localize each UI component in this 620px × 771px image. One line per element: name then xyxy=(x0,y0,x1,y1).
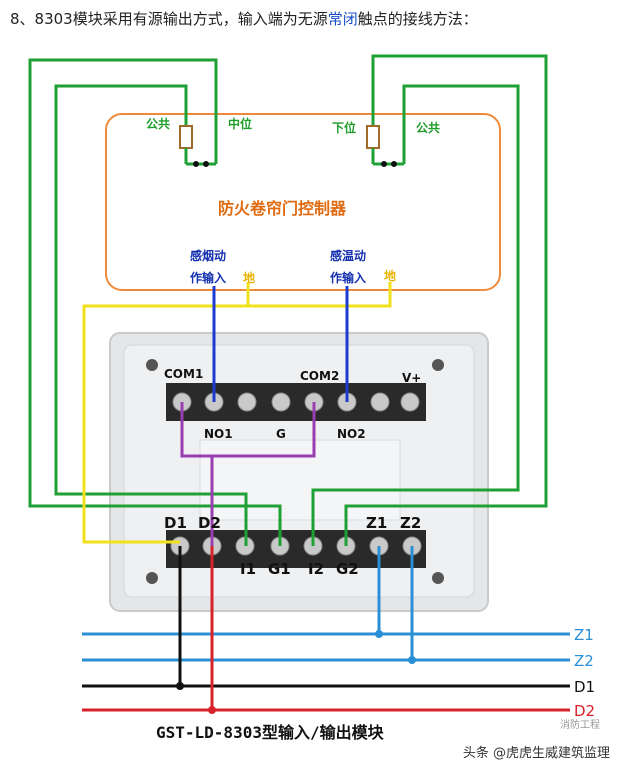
nc-contact-left xyxy=(179,125,216,167)
watermark: 头条 @虎虎生威建筑监理 xyxy=(462,746,610,761)
diagram-heading: 8、8303模块采用有源输出方式，输入端为无源常闭触点的接线方法： xyxy=(10,8,478,29)
label-smoke-line1: 感烟动 xyxy=(190,248,226,263)
label-ground-left: 地 xyxy=(243,270,255,285)
bus-label-z2: Z2 xyxy=(574,652,594,670)
label-com1: COM1 xyxy=(164,367,203,381)
screw-hole-icon xyxy=(432,359,444,371)
bus-lines xyxy=(82,632,570,712)
terminal-screw-icon xyxy=(237,392,257,412)
green-wires xyxy=(28,54,548,546)
label-d1-terminal: D1 xyxy=(164,514,187,532)
label-com2: COM2 xyxy=(300,369,339,383)
heading-highlight: 常闭 xyxy=(327,10,358,28)
purple-wires xyxy=(180,402,316,546)
model-caption: GST-LD-8303型输入/输出模块 xyxy=(156,723,385,742)
label-heat-line1: 感温动 xyxy=(330,248,366,263)
label-heat-line2: 作输入 xyxy=(330,270,366,285)
bus-label-d1: D1 xyxy=(574,678,595,696)
label-right-common: 公共 xyxy=(416,120,440,135)
yellow-ground-wire-right xyxy=(248,282,392,308)
bus-label-d2: D2 xyxy=(574,702,595,720)
label-i2-terminal: I2 xyxy=(308,560,324,578)
terminal-screw-icon xyxy=(370,392,390,412)
label-no2: NO2 xyxy=(337,427,366,441)
bottom-terminal-block xyxy=(166,530,426,568)
label-g1-terminal: G1 xyxy=(268,560,291,578)
label-smoke-line2: 作输入 xyxy=(190,270,226,285)
label-left-common: 公共 xyxy=(146,116,170,131)
controller-title: 防火卷帘门控制器 xyxy=(218,199,347,218)
terminal-screw-icon xyxy=(271,392,291,412)
screw-hole-icon xyxy=(432,572,444,584)
watermark-faded: 消防工程 xyxy=(560,720,600,731)
terminal-screw-icon xyxy=(400,392,420,412)
label-z2-terminal: Z2 xyxy=(400,514,421,532)
heading-suffix: 触点的接线方法： xyxy=(357,10,478,28)
screw-hole-icon xyxy=(146,359,158,371)
heading-prefix: 8、8303模块采用有源输出方式，输入端为无源 xyxy=(10,10,328,28)
yellow-ground-wire xyxy=(82,282,250,544)
label-left-mid: 中位 xyxy=(228,116,252,131)
label-d2-terminal: D2 xyxy=(198,514,221,532)
label-vplus: V+ xyxy=(402,371,421,385)
label-g2-terminal: G2 xyxy=(336,560,359,578)
nc-contact-right xyxy=(366,125,404,167)
screw-hole-icon xyxy=(146,572,158,584)
bus-label-z1: Z1 xyxy=(574,626,594,644)
label-no1: NO1 xyxy=(204,427,233,441)
label-right-low: 下位 xyxy=(332,120,356,135)
controller-box xyxy=(105,113,501,291)
top-terminal-block xyxy=(166,383,426,421)
label-ground-right: 地 xyxy=(384,268,396,283)
label-z1-terminal: Z1 xyxy=(366,514,387,532)
label-i1-terminal: I1 xyxy=(240,560,256,578)
label-g: G xyxy=(276,427,286,441)
